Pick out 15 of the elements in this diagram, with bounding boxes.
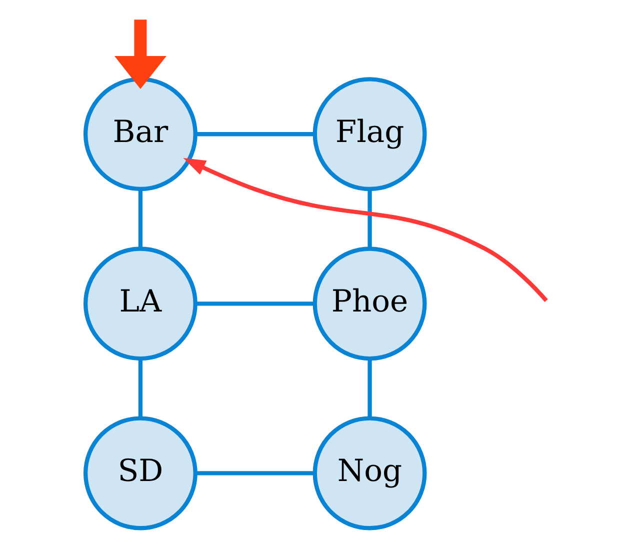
connector xyxy=(196,471,315,476)
node-circle: Flag xyxy=(312,77,427,192)
connector xyxy=(138,358,143,418)
arrow xyxy=(183,158,548,302)
node-circle: SD xyxy=(83,416,198,530)
arrow xyxy=(114,20,166,90)
connector xyxy=(368,358,372,418)
connector xyxy=(196,302,315,306)
node-circle: LA xyxy=(83,246,198,361)
node-circle: Bar xyxy=(83,77,198,192)
node-circle: Phoe xyxy=(312,246,427,361)
connector xyxy=(196,132,315,136)
connector xyxy=(368,189,372,249)
connector xyxy=(138,189,143,249)
node-circle: Nog xyxy=(312,416,427,530)
